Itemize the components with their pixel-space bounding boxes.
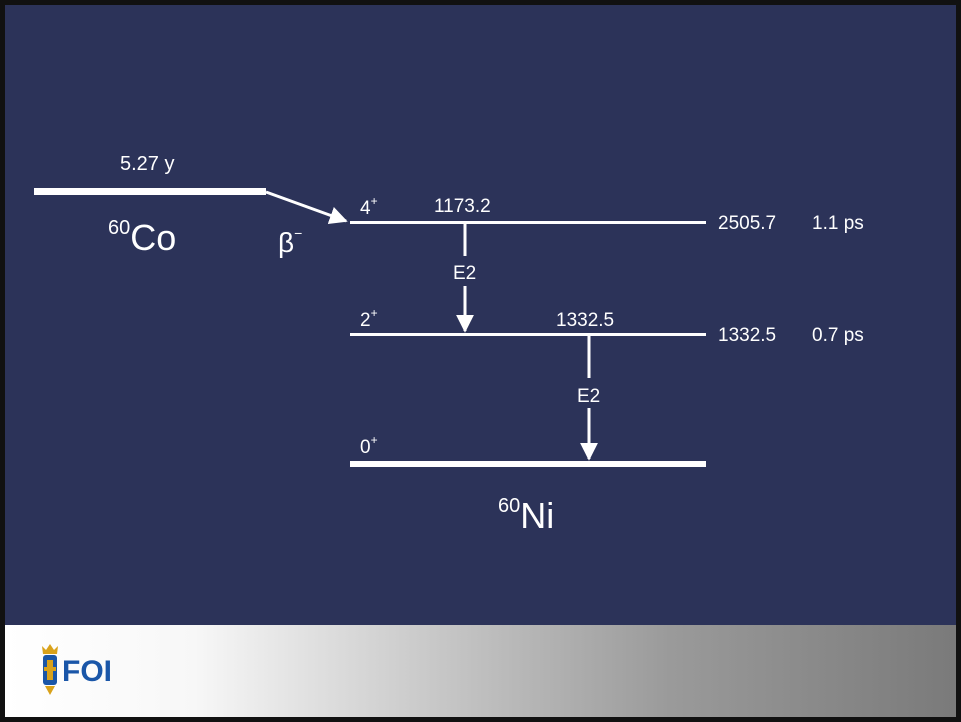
gamma-multipolarity-2: E2 [577, 386, 600, 407]
level-spin-value: 2 [360, 310, 371, 331]
parent-nuclide-label: 60Co [108, 217, 176, 258]
gamma-energy-1: 1173.2 [434, 196, 491, 217]
daughter-nuclide-label: 60Ni [498, 495, 554, 536]
ground-level-line [350, 461, 706, 467]
level-energy-1332: 1332.5 [718, 325, 776, 346]
parent-level-line [34, 188, 266, 195]
level-spin-0plus: 0+ [360, 433, 378, 458]
foi-logo: FOI [42, 644, 112, 695]
level-lifetime-4plus: 1.1 ps [812, 213, 864, 234]
level-spin-value: 4 [360, 198, 371, 219]
slide-background [5, 5, 956, 625]
parent-mass-number: 60 [108, 217, 130, 239]
level-spin-4plus: 4+ [360, 194, 378, 219]
beta-decay-label: β− [278, 225, 302, 258]
level-parity-value: + [371, 433, 378, 447]
level-energy-2505: 2505.7 [718, 213, 776, 234]
gamma-energy-2: 1332.5 [556, 310, 614, 331]
daughter-symbol: Ni [520, 495, 554, 536]
level-parity-value: + [371, 194, 378, 208]
level-line-4plus [350, 221, 706, 224]
level-spin-value: 0 [360, 437, 371, 458]
beta-symbol: β [278, 227, 294, 258]
gamma-multipolarity-1: E2 [453, 263, 476, 284]
level-lifetime-2plus: 0.7 ps [812, 325, 864, 346]
level-line-2plus [350, 333, 706, 336]
crown-emblem-icon [42, 644, 58, 695]
daughter-mass-number: 60 [498, 495, 520, 517]
logo-text: FOI [62, 655, 112, 688]
parent-half-life: 5.27 y [120, 153, 174, 175]
parent-symbol: Co [130, 217, 176, 258]
beta-decay-arrow [265, 190, 348, 224]
slide-footer [5, 625, 956, 717]
beta-charge: − [294, 225, 302, 241]
level-spin-2plus: 2+ [360, 306, 378, 331]
level-parity-value: + [371, 306, 378, 320]
